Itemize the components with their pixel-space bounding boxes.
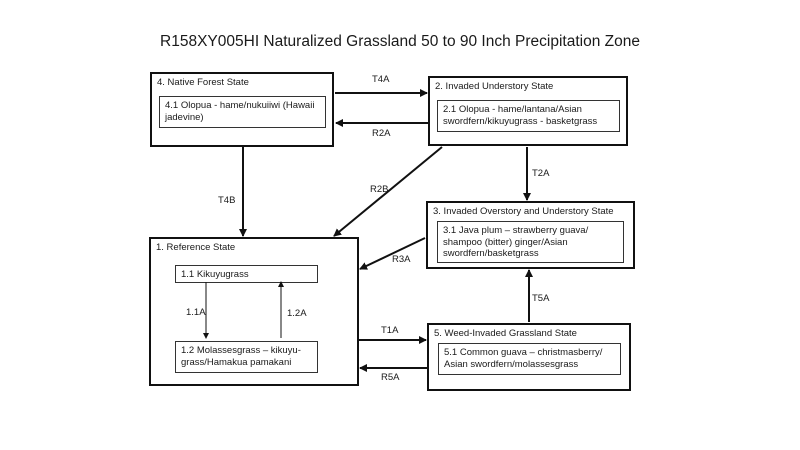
state-4-label: 4. Native Forest State (157, 77, 249, 88)
phase-1-2: 1.2 Molassesgrass – kikuyu-grass/Hamakua… (175, 341, 318, 373)
label-t2a: T2A (532, 168, 550, 179)
state-3-box: 3. Invaded Overstory and Understory Stat… (426, 201, 635, 269)
state-1-label: 1. Reference State (156, 242, 236, 253)
phase-5-1: 5.1 Common guava – christmasberry/ Asian… (438, 343, 621, 375)
label-t4b: T4B (218, 195, 236, 206)
phase-4-1: 4.1 Olopua - hame/nukuiiwi (Hawaii jadev… (159, 96, 326, 128)
label-1-1a: 1.1A (186, 307, 206, 318)
state-2-label: 2. Invaded Understory State (435, 81, 554, 92)
diagram-title: R158XY005HI Naturalized Grassland 50 to … (160, 33, 640, 50)
phase-1-1: 1.1 Kikuyugrass (175, 265, 318, 283)
arrow-r2b (333, 146, 443, 237)
state-2-box: 2. Invaded Understory State 2.1 Olopua -… (428, 76, 628, 146)
phase-3-1: 3.1 Java plum – strawberry guava/ shampo… (437, 221, 624, 263)
state-1-box: 1. Reference State 1.1 Kikuyugrass 1.2 M… (149, 237, 359, 386)
label-t4a: T4A (372, 74, 390, 85)
state-5-label: 5. Weed-Invaded Grassland State (434, 328, 577, 339)
arrow-r3a (359, 237, 426, 270)
label-r5a: R5A (381, 372, 400, 383)
state-4-box: 4. Native Forest State 4.1 Olopua - hame… (150, 72, 334, 147)
label-r2a: R2A (372, 128, 391, 139)
label-r2b: R2B (370, 184, 389, 195)
label-1-2a: 1.2A (287, 308, 307, 319)
phase-2-1: 2.1 Olopua - hame/lantana/Asian swordfer… (437, 100, 620, 132)
label-t1a: T1A (381, 325, 399, 336)
state-5-box: 5. Weed-Invaded Grassland State 5.1 Comm… (427, 323, 631, 391)
label-r3a: R3A (392, 254, 411, 265)
label-t5a: T5A (532, 293, 550, 304)
state-3-label: 3. Invaded Overstory and Understory Stat… (433, 206, 614, 217)
